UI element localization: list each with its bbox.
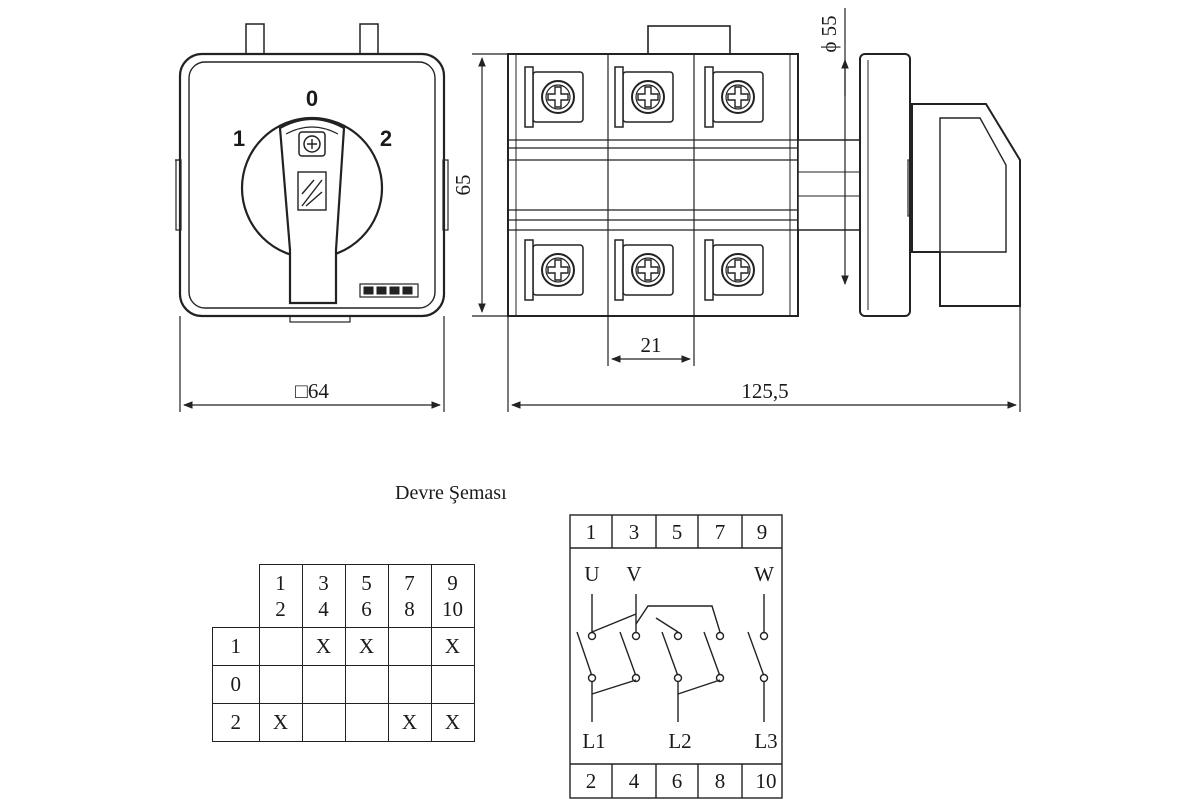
schematic (569, 514, 783, 799)
table-cell (258, 664, 303, 704)
table-cell: X (430, 702, 475, 742)
selector-handle[interactable] (278, 118, 346, 305)
column-bottom-label: 2 (275, 596, 286, 621)
table-cell: X (344, 626, 389, 666)
table-row: 1 X X X (212, 626, 475, 666)
bottom-terminal-label: 6 (672, 769, 683, 793)
column-bottom-label: 10 (442, 596, 463, 621)
position-0-label: 0 (306, 86, 318, 111)
row-label: 0 (212, 664, 260, 704)
pitch-dimension (607, 316, 695, 366)
position-2-label: 2 (380, 126, 392, 151)
top-terminal-label: 5 (672, 520, 683, 544)
pitch-dimension-label: 21 (641, 333, 662, 357)
table-cell (301, 702, 346, 742)
table-cell (344, 664, 389, 704)
length-dimension (507, 306, 1021, 412)
top-terminal-label: 9 (757, 520, 768, 544)
side-handle[interactable] (911, 103, 1021, 307)
bottom-terminal-label: 2 (586, 769, 597, 793)
table-cell: X (387, 702, 432, 742)
diameter-dimension-label: ϕ 55 (817, 15, 841, 52)
front-bezel (188, 61, 436, 309)
column-top-label: 9 (447, 570, 458, 595)
position-1-label: 1 (233, 126, 245, 151)
column-bottom-label: 4 (318, 596, 329, 621)
height-dimension-label: 65 (451, 175, 475, 196)
table-cell (430, 664, 475, 704)
column-top-label: 1 (275, 570, 286, 595)
table-row: 2 X X X (212, 702, 475, 742)
table-cell (387, 626, 432, 666)
phase-label-l3: L3 (754, 729, 777, 753)
phase-label-l2: L2 (668, 729, 691, 753)
phase-label-v: V (626, 562, 641, 586)
column-top-label: 7 (404, 570, 415, 595)
label-plate (359, 283, 419, 298)
width-dimension (179, 316, 445, 412)
bottom-terminal-label: 8 (715, 769, 726, 793)
side-top-cap (647, 25, 731, 55)
table-cell (387, 664, 432, 704)
schematic-frame (569, 514, 783, 799)
table-cell (344, 702, 389, 742)
phase-label-w: W (754, 562, 774, 586)
row-label: 2 (212, 702, 260, 742)
handle-screw-icon (303, 135, 321, 153)
front-view (175, 23, 449, 323)
width-dimension-label: □64 (295, 379, 329, 403)
row-label: 1 (212, 626, 260, 666)
column-top-label: 3 (318, 570, 329, 595)
table-row: 0 (212, 664, 475, 704)
phase-label-l1: L1 (582, 729, 605, 753)
top-terminal-label: 1 (586, 520, 597, 544)
top-terminal-label: 7 (715, 520, 726, 544)
height-dimension (472, 53, 508, 317)
table-cell (301, 664, 346, 704)
phase-label-u: U (584, 562, 599, 586)
table-cell (258, 626, 303, 666)
side-flange (859, 53, 911, 317)
column-bottom-label: 6 (361, 596, 372, 621)
brand-logo-icon (297, 171, 327, 211)
table-cell: X (258, 702, 303, 742)
column-top-label: 5 (361, 570, 372, 595)
table-cell: X (430, 626, 475, 666)
bottom-terminal-label: 10 (756, 769, 777, 793)
table-cell: X (301, 626, 346, 666)
top-terminal-label: 3 (629, 520, 640, 544)
circuit-title: Devre Şeması (395, 482, 507, 504)
column-bottom-label: 8 (404, 596, 415, 621)
table-corner (213, 565, 260, 628)
bottom-terminal-label: 4 (629, 769, 640, 793)
length-dimension-label: 125,5 (741, 379, 788, 403)
